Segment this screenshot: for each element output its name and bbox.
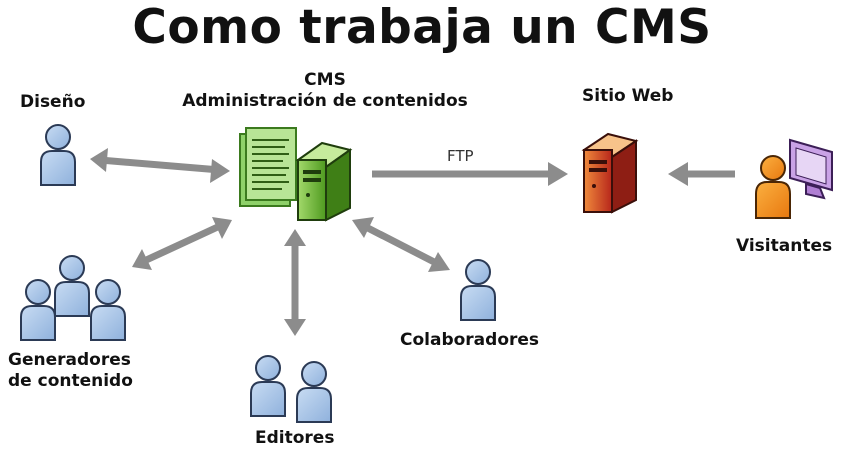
- document-icon: [239, 127, 297, 207]
- diagram-title: Como trabaja un CMS: [132, 0, 712, 55]
- person-icon: [460, 259, 496, 321]
- arrow-cms-sitio-ftp: [372, 162, 568, 186]
- cms-label: CMS Administración de contenidos: [165, 70, 485, 112]
- person-group-icon: [20, 255, 126, 341]
- diseno-label: Diseño: [20, 92, 86, 112]
- monitor-icon: [789, 138, 833, 200]
- server-icon: [295, 141, 353, 222]
- generadores-label-line1: Generadores: [8, 350, 131, 370]
- arrow-visitantes-sitio: [668, 162, 735, 186]
- arrow-editores-cms: [284, 229, 306, 336]
- generadores-label: Generadores de contenido: [8, 350, 133, 392]
- person-icon: [40, 124, 76, 186]
- generadores-label-line2: de contenido: [8, 371, 133, 391]
- colaboradores-label: Colaboradores: [400, 330, 540, 350]
- person-group-icon: [250, 355, 332, 423]
- cms-label-line2: Administración de contenidos: [182, 91, 468, 111]
- sitio-web-label: Sitio Web: [582, 86, 674, 106]
- visitantes-label: Visitantes: [736, 236, 833, 256]
- server-icon: [581, 132, 639, 214]
- arrow-diseno-cms: [90, 148, 230, 183]
- cms-label-line1: CMS: [304, 70, 346, 90]
- ftp-edge-label: FTP: [447, 147, 474, 165]
- arrow-colaboradores-cms: [352, 217, 450, 272]
- arrow-generadores-cms: [132, 217, 232, 270]
- person-icon: [755, 155, 791, 219]
- editores-label: Editores: [255, 428, 335, 448]
